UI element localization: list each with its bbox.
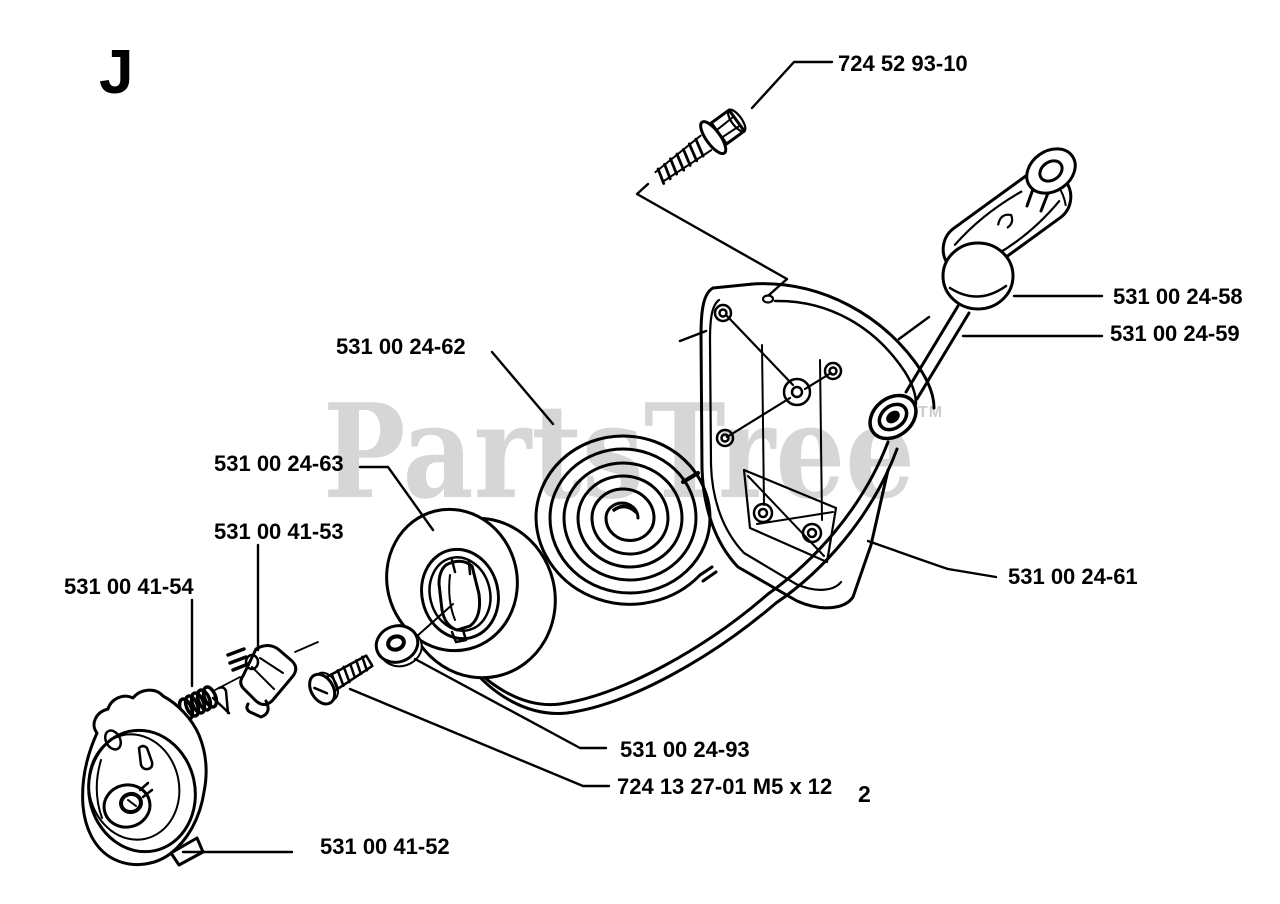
label-pulley: 531 00 24-63 bbox=[214, 451, 344, 476]
label-top-screw: 724 52 93-10 bbox=[838, 51, 968, 76]
label-pawl: 531 00 41-53 bbox=[214, 519, 344, 544]
leader-housing bbox=[866, 539, 998, 579]
mounting-bolt bbox=[654, 108, 747, 185]
rope-anchor-knob bbox=[1025, 147, 1077, 213]
label-screw-qty: 2 bbox=[858, 781, 871, 807]
washer bbox=[374, 624, 423, 668]
labels: J 724 52 93-10 531 00 24-58 531 00 24-59… bbox=[64, 38, 1243, 859]
housing-bolt-holes bbox=[713, 303, 843, 544]
rope-grommet bbox=[868, 393, 918, 441]
starter-housing bbox=[678, 282, 936, 610]
recoil-spring bbox=[534, 434, 718, 606]
label-starter-cup: 531 00 41-52 bbox=[320, 834, 450, 859]
pulley-screw bbox=[308, 654, 374, 706]
rope-upper-segment bbox=[904, 304, 971, 401]
label-handle: 531 00 24-58 bbox=[1113, 284, 1243, 309]
pawl bbox=[226, 644, 298, 719]
label-screw: 724 13 27-01 M5 x 12 bbox=[617, 774, 832, 799]
leader-pulley bbox=[358, 465, 435, 532]
leader-rope bbox=[897, 315, 1104, 341]
leader-screw bbox=[348, 687, 611, 788]
label-washer: 531 00 24-93 bbox=[620, 737, 750, 762]
label-housing: 531 00 24-61 bbox=[1008, 564, 1138, 589]
starter-cup bbox=[81, 688, 208, 867]
figure-letter: J bbox=[99, 38, 133, 107]
washer-pointer-line bbox=[415, 603, 454, 638]
handle-bushing bbox=[941, 241, 1015, 311]
leader-lines bbox=[181, 60, 1104, 854]
leader-washer bbox=[413, 657, 608, 750]
leader-recoil-spring bbox=[490, 350, 555, 426]
label-rope: 531 00 24-59 bbox=[1110, 321, 1240, 346]
leader-top-screw bbox=[750, 60, 834, 110]
watermark-tm: TM bbox=[918, 404, 943, 421]
pointer-bolt-to-housing bbox=[635, 182, 789, 297]
label-recoil-spring: 531 00 24-62 bbox=[336, 334, 466, 359]
starter-pulley bbox=[385, 507, 557, 680]
label-pawl-spring: 531 00 41-54 bbox=[64, 574, 194, 599]
